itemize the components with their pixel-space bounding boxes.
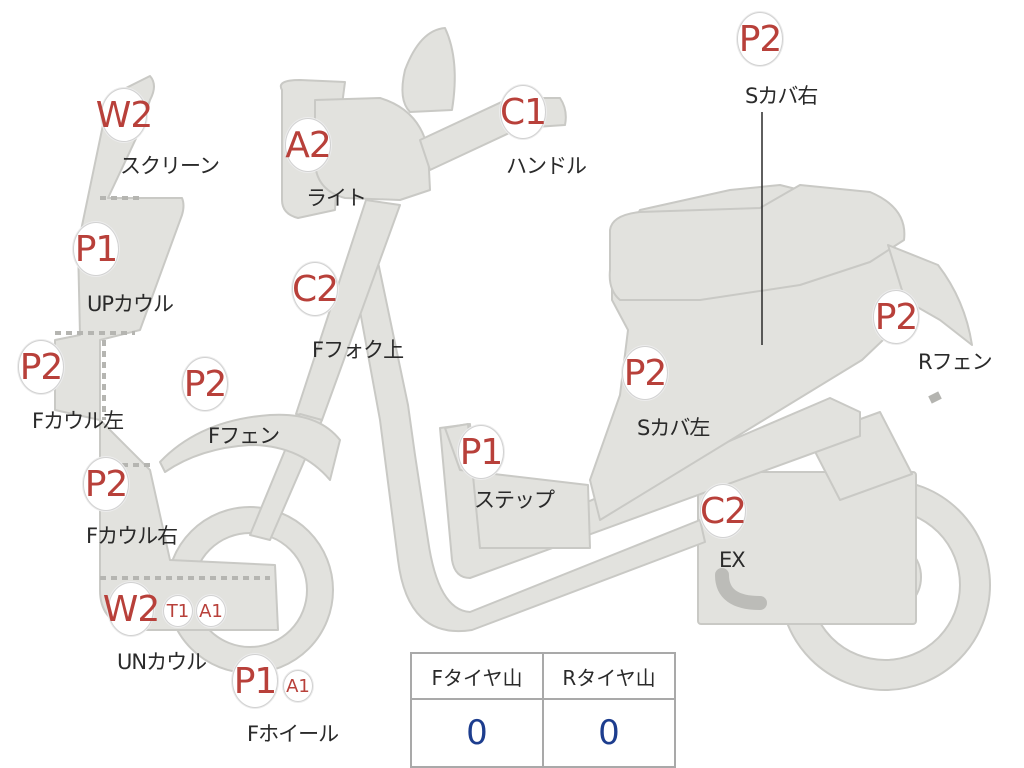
grade-badge-f-cowl-right[interactable]: P2 <box>83 457 129 511</box>
grade-badge-un-cowl[interactable]: W2 <box>103 582 160 636</box>
part-label-un-cowl: UNカウル <box>117 650 207 674</box>
grade-badge-up-cowl[interactable]: P1 <box>73 222 119 276</box>
grade-badge-r-fender[interactable]: P2 <box>873 290 919 344</box>
grade-badge-light[interactable]: A2 <box>285 118 332 172</box>
part-label-s-cover-right: Sカバ右 <box>745 84 818 108</box>
part-label-f-cowl-left: Fカウル左 <box>32 409 124 433</box>
rear-tread-header: Rタイヤ山 <box>542 652 676 700</box>
part-label-screen: スクリーン <box>120 154 220 178</box>
grade-badge-f-cowl-left[interactable]: P2 <box>18 340 64 394</box>
part-label-exhaust: EX <box>719 548 746 572</box>
front-fender <box>159 413 341 481</box>
mirror <box>401 27 456 113</box>
rear-tread-value[interactable]: 0 <box>542 698 676 768</box>
tire-tread-table: Fタイヤ山 Rタイヤ山 0 0 <box>410 652 676 768</box>
grade-badge-f-wheel-extra-1[interactable]: A1 <box>283 670 313 702</box>
grade-badge-f-fork-upper[interactable]: C2 <box>292 262 339 316</box>
grade-badge-un-cowl-extra-1[interactable]: T1 <box>163 595 193 627</box>
grade-badge-screen[interactable]: W2 <box>96 88 153 142</box>
exhaust-pipe <box>715 568 767 610</box>
grade-badge-un-cowl-extra-2[interactable]: A1 <box>196 595 226 627</box>
part-label-f-cowl-right: Fカウル右 <box>86 524 178 548</box>
grade-badge-step[interactable]: P1 <box>458 425 504 479</box>
grade-badge-handle[interactable]: C1 <box>500 85 547 139</box>
part-label-up-cowl: UPカウル <box>87 292 174 316</box>
grade-badge-s-cover-right[interactable]: P2 <box>737 12 783 66</box>
headlight-body <box>314 97 431 201</box>
lower-frame <box>357 261 706 633</box>
grade-badge-exhaust[interactable]: C2 <box>700 484 747 538</box>
part-label-f-wheel: Fホイール <box>247 722 339 746</box>
rear-fender <box>887 244 973 346</box>
part-label-handle: ハンドル <box>506 154 587 178</box>
part-label-light: ライト <box>306 186 367 210</box>
part-label-f-fork-upper: Fフォク上 <box>312 338 404 362</box>
front-tread-value[interactable]: 0 <box>410 698 544 768</box>
front-tread-header: Fタイヤ山 <box>410 652 544 700</box>
grade-badge-f-wheel[interactable]: P1 <box>232 654 278 708</box>
part-label-step: ステップ <box>474 488 555 512</box>
part-label-r-fender: Rフェン <box>918 350 993 374</box>
shock-rod <box>928 391 942 404</box>
part-label-s-cover-left: Sカバ左 <box>637 416 710 440</box>
part-label-f-fender: Fフェン <box>208 424 280 448</box>
seat <box>608 184 906 301</box>
grade-badge-s-cover-left[interactable]: P2 <box>622 346 668 400</box>
grade-badge-f-fender[interactable]: P2 <box>182 357 228 411</box>
engine-block <box>697 471 917 625</box>
